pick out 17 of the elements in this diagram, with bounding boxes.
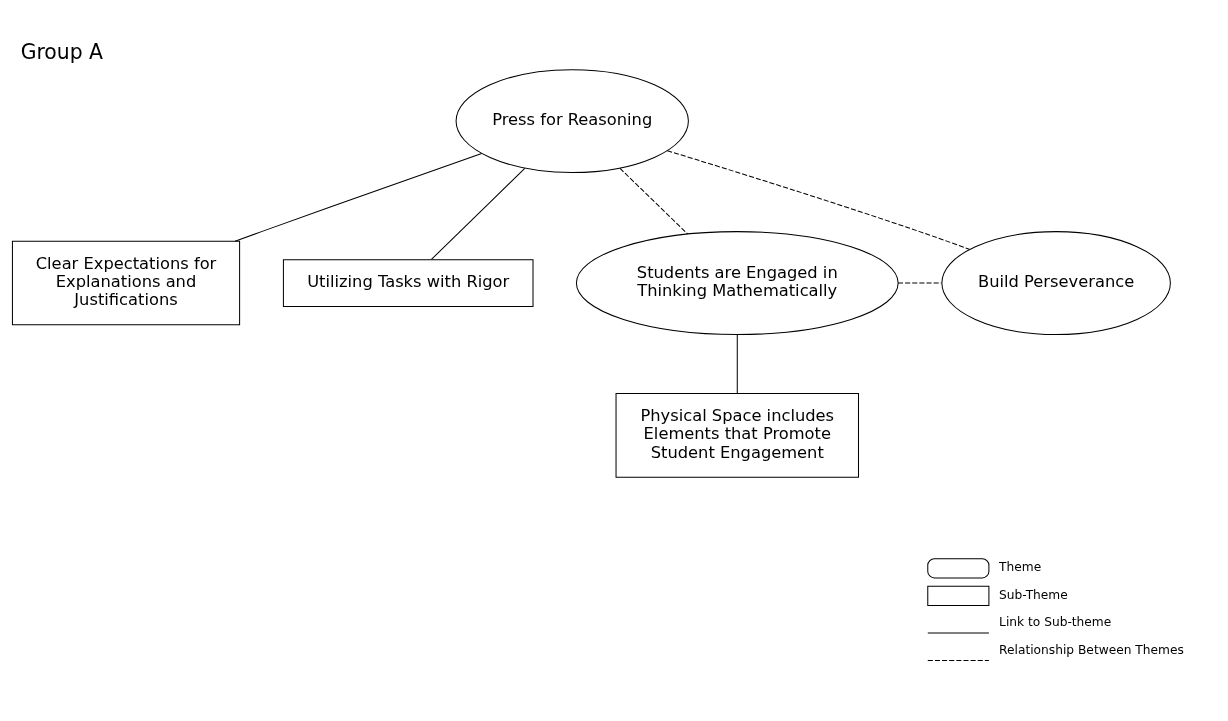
legend-label: Sub-Theme (999, 587, 1068, 602)
connector (234, 152, 483, 242)
diagram-title: Group A (20, 39, 104, 64)
node-ellipse: Build Perseverance (941, 230, 1171, 335)
node-box: Physical Space includes Elements that Promote Student Engagement (615, 392, 859, 478)
legend-label: Link to Sub-theme (999, 614, 1112, 629)
connector (430, 167, 526, 260)
connector (897, 282, 942, 284)
node-ellipse: Press for Reasoning (455, 68, 689, 173)
node-ellipse: Students are Engaged in Thinking Mathematically (575, 230, 899, 335)
legend-label: Theme (999, 559, 1042, 574)
connector (736, 333, 738, 394)
legend-label: Relationship Between Themes (999, 642, 1184, 657)
node-box: Clear Expectations for Explanations and Justifications (11, 240, 241, 325)
connector (619, 167, 689, 234)
connector (666, 149, 970, 250)
node-box: Utilizing Tasks with Rigor (282, 258, 534, 307)
